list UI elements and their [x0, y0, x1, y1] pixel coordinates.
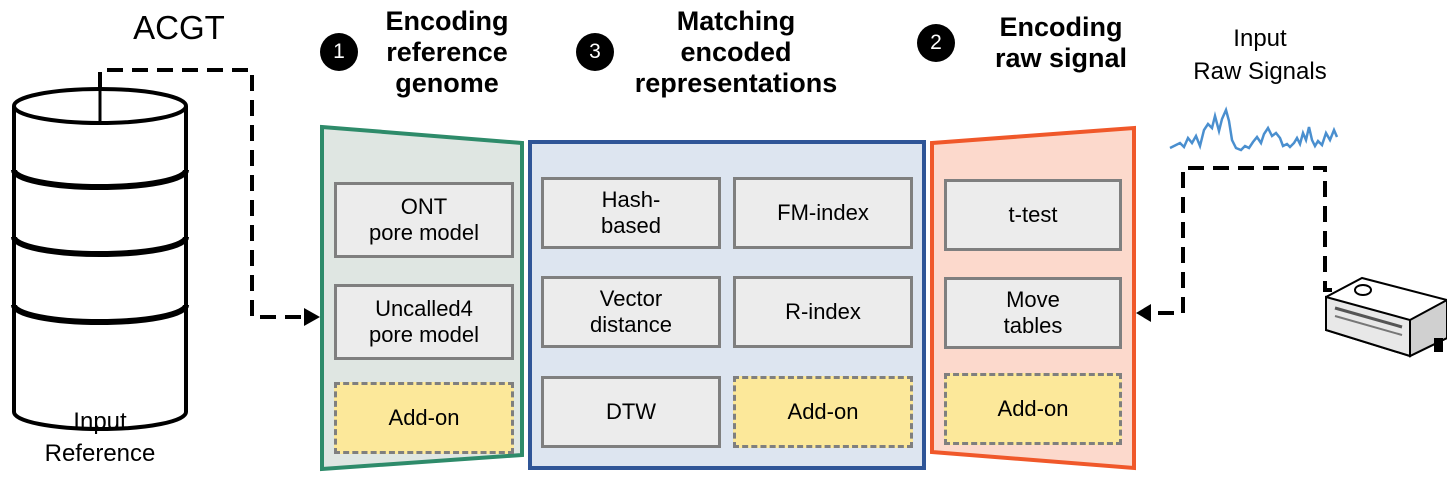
reference-label-line2: Reference [44, 440, 156, 467]
stage3-number-badge: 3 [576, 33, 614, 71]
move-tables-line1: Move [1006, 287, 1060, 312]
raw-signal-label-line1: Input [1233, 25, 1287, 52]
uncalled4-pore-model-box: Uncalled4 pore model [334, 284, 514, 360]
hash-based-box: Hash- based [541, 177, 721, 249]
reference-label: Input Reference [20, 406, 180, 470]
stage1-title: Encoding reference genome [366, 6, 528, 99]
stage3-title-line2: encoded [680, 37, 792, 67]
uncalled4-pore-model-line2: pore model [368, 322, 480, 347]
uncalled4-pore-model-line1: Uncalled4 [375, 296, 473, 321]
r-index-box: R-index [733, 276, 913, 348]
ont-pore-model-line2: pore model [368, 220, 480, 245]
stage3-title: Matching encoded representations [618, 6, 854, 99]
hash-based-line2: based [601, 213, 661, 238]
ont-pore-model-box: ONT pore model [334, 182, 514, 258]
move-tables-box: Move tables [944, 277, 1122, 349]
stage2-title-line1: Encoding [999, 12, 1123, 42]
dtw-box: DTW [541, 376, 721, 448]
stage3-addon-box: Add-on [733, 376, 913, 448]
fm-index-box: FM-index [733, 177, 913, 249]
move-tables-line2: tables [1003, 313, 1063, 338]
reference-arrowhead [304, 308, 320, 326]
stage1-title-line2: reference [386, 37, 508, 67]
reference-sequence-label: ACGT [133, 9, 225, 46]
sequencer-device-icon [1325, 276, 1447, 358]
hash-based-line1: Hash- [601, 187, 661, 212]
signal-connector [1150, 166, 1332, 315]
ont-pore-model-line1: ONT [400, 194, 448, 219]
stage2-addon-box: Add-on [944, 373, 1122, 445]
t-test-box: t-test [944, 179, 1122, 251]
stage2-number-badge: 2 [917, 24, 955, 62]
stage3-title-line1: Matching [676, 6, 796, 36]
vector-distance-box: Vector distance [541, 276, 721, 348]
stage2-title-line2: raw signal [994, 43, 1128, 73]
stage3-title-line3: representations [634, 68, 838, 98]
database-icon [11, 87, 189, 431]
stage1-addon-box: Add-on [334, 382, 514, 454]
stage2-title: Encoding raw signal [968, 12, 1154, 74]
raw-signal-waveform [1169, 106, 1339, 152]
stage1-number-badge: 1 [320, 33, 358, 71]
raw-signal-label-line2: Raw Signals [1193, 58, 1327, 85]
raw-signal-label: Input Raw Signals [1160, 22, 1360, 88]
vector-distance-line1: Vector [599, 286, 663, 311]
reference-label-line1: Input [73, 408, 127, 435]
signal-arrowhead [1136, 304, 1151, 322]
reference-connector [98, 68, 305, 319]
vector-distance-line2: distance [590, 312, 672, 337]
stage1-title-line3: genome [395, 68, 499, 98]
stage1-title-line1: Encoding [385, 6, 509, 36]
